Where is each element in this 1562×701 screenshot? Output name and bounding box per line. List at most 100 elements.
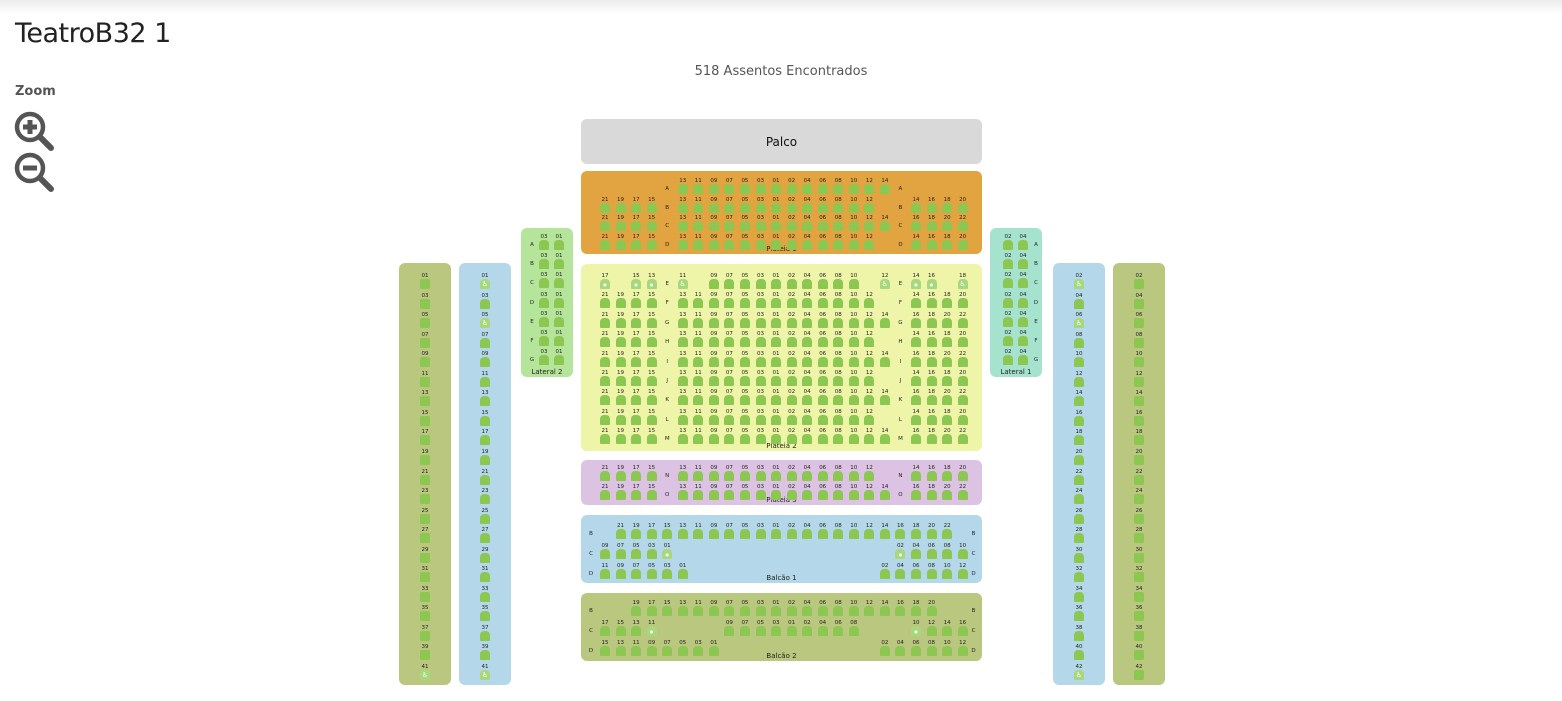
seat[interactable] — [1134, 298, 1144, 309]
seat[interactable] — [1003, 316, 1013, 327]
seat[interactable] — [926, 646, 937, 656]
seat[interactable] — [646, 646, 657, 656]
seat[interactable] — [755, 376, 766, 386]
seat[interactable] — [755, 529, 766, 539]
seat[interactable] — [817, 317, 828, 328]
seat[interactable] — [1018, 355, 1028, 366]
seat[interactable] — [879, 606, 890, 616]
seat[interactable] — [646, 240, 657, 251]
seat[interactable] — [817, 298, 828, 309]
seat[interactable] — [554, 355, 564, 366]
seat[interactable] — [848, 490, 859, 500]
seat[interactable] — [708, 414, 719, 425]
seat[interactable] — [879, 529, 890, 539]
seat[interactable] — [771, 356, 782, 367]
seat[interactable] — [693, 471, 704, 481]
seat[interactable] — [864, 240, 875, 251]
seat[interactable] — [755, 317, 766, 328]
seat[interactable] — [817, 414, 828, 425]
seat[interactable] — [911, 298, 921, 309]
seat-wheelchair[interactable]: ♿ — [480, 279, 490, 289]
seat[interactable] — [646, 490, 657, 500]
seat[interactable] — [739, 337, 750, 348]
seat[interactable] — [771, 376, 782, 386]
seat[interactable] — [615, 317, 626, 328]
seat[interactable] — [646, 376, 657, 386]
seat[interactable] — [817, 626, 828, 636]
seat[interactable] — [480, 533, 490, 544]
seat[interactable] — [539, 259, 549, 270]
seat[interactable] — [817, 606, 828, 616]
seat-companion[interactable]: ● — [895, 549, 906, 559]
seat[interactable] — [1018, 297, 1028, 308]
seat[interactable] — [1003, 355, 1013, 366]
seat[interactable] — [802, 184, 813, 194]
seat[interactable] — [480, 650, 490, 661]
seat[interactable] — [833, 414, 844, 425]
seat[interactable] — [802, 337, 813, 348]
seat-wheelchair[interactable]: ♿ — [420, 670, 430, 680]
seat[interactable] — [942, 626, 953, 636]
seat[interactable] — [600, 490, 610, 500]
seat[interactable] — [911, 337, 921, 348]
seat[interactable] — [739, 356, 750, 367]
seat[interactable] — [879, 490, 890, 500]
seat[interactable] — [864, 184, 875, 194]
seat[interactable] — [631, 434, 642, 445]
seat[interactable] — [926, 317, 937, 328]
seat[interactable] — [755, 626, 766, 636]
seat[interactable] — [848, 606, 859, 616]
seat[interactable] — [739, 202, 750, 213]
seat[interactable] — [1074, 494, 1084, 505]
seat[interactable] — [957, 240, 968, 251]
seat[interactable] — [646, 395, 657, 406]
seat[interactable] — [1018, 336, 1028, 346]
seat[interactable] — [1134, 279, 1144, 289]
seat[interactable] — [926, 606, 937, 616]
seat[interactable] — [631, 490, 642, 500]
seat[interactable] — [817, 221, 828, 232]
seat[interactable] — [662, 529, 673, 539]
seat[interactable] — [755, 471, 766, 481]
seat[interactable] — [848, 317, 859, 328]
seat[interactable] — [646, 529, 657, 539]
seat[interactable] — [771, 279, 782, 289]
seat[interactable] — [786, 490, 797, 500]
seat[interactable] — [911, 490, 921, 500]
seat[interactable] — [786, 376, 797, 386]
seat[interactable] — [631, 240, 642, 251]
seat[interactable] — [677, 298, 688, 309]
seat[interactable] — [864, 376, 875, 386]
seat[interactable] — [539, 316, 549, 327]
seat[interactable] — [693, 606, 704, 616]
seat-companion[interactable]: ● — [631, 279, 642, 289]
seat[interactable] — [957, 549, 968, 559]
seat[interactable] — [755, 356, 766, 367]
seat[interactable] — [600, 376, 610, 386]
seat[interactable] — [942, 646, 953, 656]
seat[interactable] — [848, 279, 859, 289]
seat[interactable] — [739, 298, 750, 309]
seat[interactable] — [786, 356, 797, 367]
seat[interactable] — [600, 202, 610, 213]
seat[interactable] — [708, 434, 719, 445]
seat[interactable] — [420, 474, 430, 485]
seat[interactable] — [895, 529, 906, 539]
seat[interactable] — [833, 490, 844, 500]
seat[interactable] — [677, 646, 688, 656]
seat[interactable] — [600, 646, 610, 656]
seat[interactable] — [420, 318, 430, 329]
seat[interactable] — [724, 221, 735, 232]
seat[interactable] — [677, 490, 688, 500]
seat[interactable] — [1074, 533, 1084, 544]
seat[interactable] — [480, 611, 490, 622]
seat[interactable] — [739, 184, 750, 194]
seat[interactable] — [771, 298, 782, 309]
seat[interactable] — [1018, 259, 1028, 270]
seat[interactable] — [724, 356, 735, 367]
seat[interactable] — [1018, 278, 1028, 289]
seat[interactable] — [480, 298, 490, 309]
seat[interactable] — [693, 646, 704, 656]
seat[interactable] — [646, 414, 657, 425]
seat[interactable] — [879, 317, 890, 328]
